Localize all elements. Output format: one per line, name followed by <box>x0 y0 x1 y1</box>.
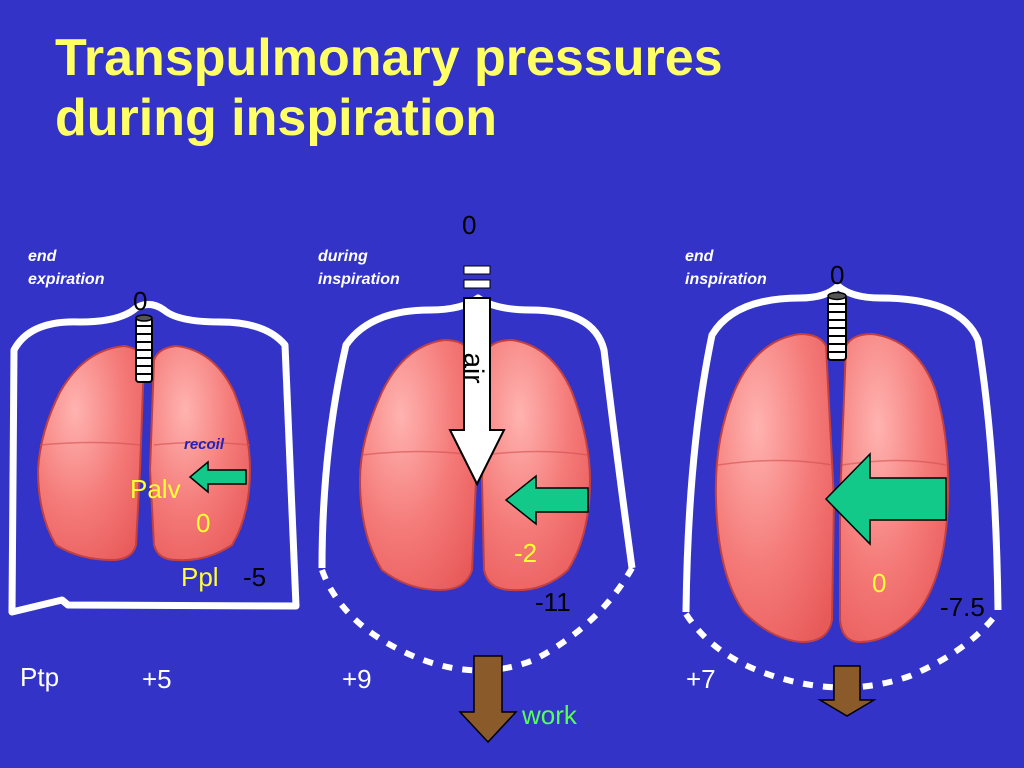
ppl-value: -5 <box>243 562 267 592</box>
lungs <box>36 344 252 562</box>
panel-end-inspiration <box>682 282 1002 717</box>
air-arrow <box>448 297 506 487</box>
ppl-value: -11 <box>535 587 571 617</box>
palv-value: 0 <box>872 568 887 598</box>
palv-value: 0 <box>196 508 211 538</box>
diaphragm-dashed <box>319 566 635 674</box>
ptp-value: +9 <box>342 664 372 694</box>
airway-pressure-value: 0 <box>133 286 148 316</box>
panel-end-expiration <box>8 301 300 616</box>
panel-during-inspiration <box>318 265 636 744</box>
caption-during-inspiration: during inspiration <box>318 248 400 288</box>
work-label: work <box>522 700 577 730</box>
ptp-value: +5 <box>142 664 172 694</box>
work-arrow <box>817 665 877 717</box>
chest-wall-outline <box>682 282 1002 613</box>
trachea <box>135 314 153 383</box>
recoil-arrow-large <box>824 452 947 546</box>
chest-wall-outline <box>8 301 300 616</box>
ptp-label: Ptp <box>20 662 60 692</box>
caption-end-expiration: end expiration <box>28 248 105 288</box>
caption-end-inspiration: end inspiration <box>685 248 767 288</box>
trachea <box>827 291 847 361</box>
palv-value: -2 <box>514 538 538 568</box>
work-arrow <box>458 655 518 744</box>
air-tick <box>463 279 491 289</box>
page-title: Transpulmonary pressures during inspirat… <box>55 29 723 147</box>
airway-pressure-value: 0 <box>462 210 477 240</box>
lungs <box>358 338 592 592</box>
air-tick <box>463 265 491 275</box>
ptp-value: +7 <box>686 664 716 694</box>
ppl-value: -7.5 <box>940 592 985 622</box>
air-label: air <box>458 352 490 384</box>
recoil-label: recoil <box>184 436 225 453</box>
palv-label: Palv <box>130 474 181 504</box>
inward-arrow <box>504 474 589 526</box>
airway-pressure-value: 0 <box>830 260 845 290</box>
lungs <box>714 332 950 644</box>
ppl-label: Ppl <box>181 562 219 592</box>
recoil-arrow <box>188 460 247 494</box>
